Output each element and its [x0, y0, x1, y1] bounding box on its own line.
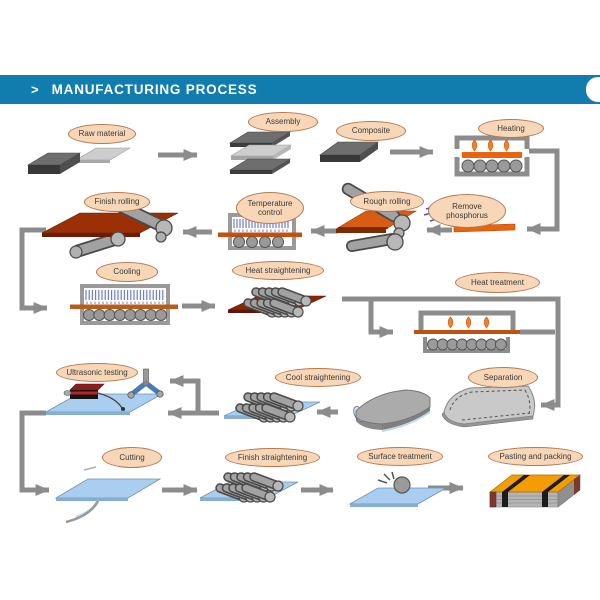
header-bar: > MANUFACTURING PROCESS — [0, 75, 600, 104]
cut-strip — [65, 500, 100, 524]
arrow-ultrasonic-to-cutting — [19, 410, 50, 496]
step-label-raw-material: Raw material — [68, 124, 136, 144]
step-label-rough-rolling: Rough rolling — [350, 191, 424, 212]
cooling-graphic — [70, 284, 178, 325]
composite-graphic — [319, 141, 379, 162]
grinding-ball-icon — [393, 476, 411, 494]
bottom-roller — [346, 233, 398, 252]
page-title: MANUFACTURING PROCESS — [51, 82, 258, 97]
hot-strip — [218, 232, 302, 237]
step-label-temperature-control: Temperature control — [236, 192, 304, 224]
step-label-surface-treatment: Surface treatment — [357, 447, 443, 466]
arrow-heat-treatment-to-separation — [342, 296, 561, 411]
arrow-branch-to-ultrasonic-probe — [169, 375, 201, 412]
cooling-fins — [85, 290, 164, 304]
step-label-cutting: Cutting — [102, 447, 162, 468]
rollers — [233, 236, 284, 248]
step-label-ultrasonic-testing: Ultrasonic testing — [56, 363, 138, 382]
cutting-graphic — [54, 466, 162, 524]
probe-icon — [127, 368, 164, 399]
furnace-rollers — [461, 159, 523, 173]
spray-marks — [377, 471, 395, 484]
step-label-heat-straightening: Heat straightening — [232, 261, 324, 280]
arrow-finish-rolling-to-cooling — [19, 227, 48, 314]
cool-straightening-graphic — [223, 384, 321, 438]
hot-slab — [462, 152, 522, 158]
pipe-bundle — [248, 292, 311, 317]
header-chevron-icon: > — [31, 82, 39, 97]
bottom-roller — [69, 232, 123, 259]
arrow-heating-to-remove-phosphorus — [526, 148, 560, 235]
step-label-finish-straightening: Finish straightening — [225, 448, 320, 467]
slab-top — [355, 389, 431, 425]
heating-furnace-graphic — [454, 135, 530, 177]
step-label-heat-treatment: Heat treatment — [455, 272, 540, 293]
step-label-separation: Separation — [468, 367, 538, 388]
ultrasonic-device-icon — [63, 383, 125, 411]
raw-material-graphic — [26, 147, 132, 174]
assembly-graphic — [228, 131, 293, 174]
rollers — [83, 309, 167, 321]
cut-plate — [54, 478, 162, 499]
step-label-finish-rolling: Finish rolling — [84, 192, 150, 212]
surface-treatment-graphic — [348, 471, 448, 507]
heat-straightening-graphic — [227, 282, 327, 338]
step-label-cooling: Cooling — [96, 262, 158, 282]
strip — [70, 304, 178, 309]
heat-treatment-furnace-graphic — [414, 310, 520, 353]
furnace-rollers — [427, 338, 507, 351]
step-label-remove-phosphorus: Remove phosphorus — [428, 194, 506, 228]
step-label-heating: Heating — [478, 119, 544, 138]
step-label-assembly: Assembly — [248, 112, 318, 132]
stitch-lines — [449, 389, 531, 421]
step-label-cool-straightening: Cool straightening — [275, 368, 361, 387]
finish-straightening-graphic — [199, 466, 299, 518]
assembly-plate-bottom — [228, 158, 292, 174]
pasting-and-packing-graphic — [488, 474, 582, 508]
ultrasonic-testing-graphic — [44, 368, 164, 415]
arrow-into-heat-treatment — [368, 299, 394, 338]
step-label-composite: Composite — [336, 121, 406, 141]
hot-slab — [414, 330, 520, 334]
test-plate — [44, 393, 164, 413]
separated-slab-graphic — [353, 389, 431, 432]
step-label-pasting-and-packing: Pasting and packing — [488, 447, 583, 466]
header-right-notch — [586, 77, 600, 102]
packing-straps — [502, 475, 570, 507]
assembly-plate-middle — [229, 144, 293, 160]
